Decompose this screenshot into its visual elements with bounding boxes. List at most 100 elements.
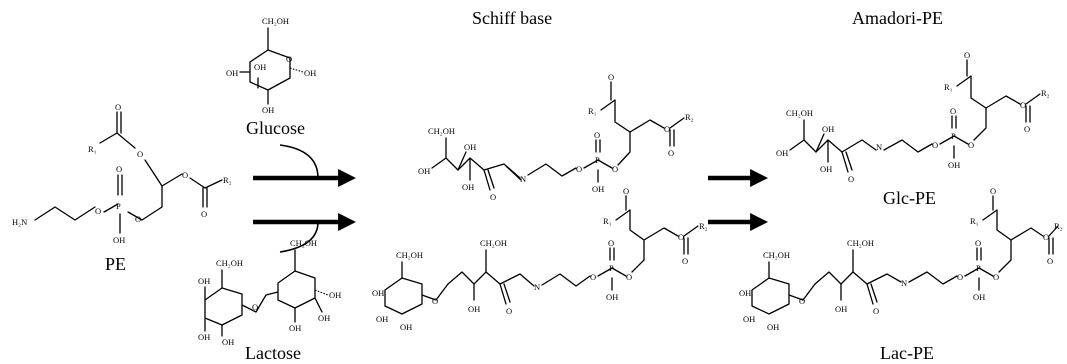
schiff-lac-o-label: O [432, 296, 438, 306]
lactose-label: Lactose [245, 343, 301, 363]
schiff-lac-ch2oh-label: CH₂OH [480, 238, 507, 248]
amadori-pe-label: Amadori-PE [852, 8, 943, 28]
pe-o-label: O [116, 164, 122, 174]
glc-pe-label: Glc-PE [883, 188, 936, 208]
schiff-glc-o-label: O [490, 192, 496, 202]
glucose-oh-label: OH [262, 105, 274, 115]
lac-pe-oh-label: OH [835, 304, 847, 314]
schiff-lac-o-label: O [506, 306, 512, 316]
schiff-glc-o-label: O [668, 148, 674, 158]
pe-o-label: O [115, 102, 121, 112]
schiff-glc-oh-label: OH [418, 166, 430, 176]
schiff-lac-n-label: N [534, 282, 540, 292]
schiff-base-lac-structure: CH₂OH CH₂OH OH OH OH OH O O N O P O OH O… [372, 186, 708, 332]
lactose-oh-label: OH [222, 337, 234, 347]
glc-pe-o-label: O [1020, 100, 1026, 110]
schiff-lac-o-label: O [590, 272, 596, 282]
glc-pe-nh-label: N [876, 142, 882, 152]
lactose-oh-label: OH [289, 323, 301, 333]
glucose-structure: CH₂OH O OH OH OH OH [226, 16, 316, 115]
schiff-lac-o-label: O [626, 272, 632, 282]
pe-p-label: P [116, 201, 121, 211]
lac-pe-ch2oh-label: CH₂OH [763, 250, 790, 260]
lactose-oh-label: OH [198, 332, 210, 342]
pe-oh-label: OH [113, 235, 125, 245]
glucose-oh-label: OH [304, 68, 316, 78]
lactose-oh-label: OH [318, 313, 330, 323]
schiff-base-glc-structure: CH₂OH OH OH OH O N O P O OH O O R₁ O R₂ … [418, 72, 694, 202]
pe-o-label: O [135, 214, 141, 224]
schiff-lac-p-label: P [609, 263, 614, 273]
lac-pe-r1-label: R₁ [970, 216, 979, 226]
lac-pe-o-label: O [873, 306, 879, 316]
glc-pe-o-label: O [848, 174, 854, 184]
lac-pe-o-label: O [1043, 232, 1049, 242]
schiff-lac-r1-label: R₁ [603, 216, 612, 226]
glucose-oh-label: OH [254, 62, 266, 72]
lac-pe-p-label: P [976, 263, 981, 273]
lac-pe-o-label: O [990, 186, 996, 196]
schiff-lac-oh-label: OH [468, 304, 480, 314]
lac-pe-ch2oh-label: CH₂OH [847, 238, 874, 248]
schiff-glc-n-label: N [520, 174, 526, 184]
schiff-glc-p-label: P [595, 155, 600, 165]
schiff-lac-oh-label: OH [376, 314, 388, 324]
pe-o-label: O [137, 149, 143, 159]
glc-pe-o-label: O [1024, 124, 1030, 134]
lactose-oh-label: OH [329, 290, 341, 300]
pe-o-label: O [182, 170, 188, 180]
schiff-glc-r1-label: R₁ [588, 106, 597, 116]
lac-pe-o-label: O [957, 272, 963, 282]
pe-r1-label: R₁ [88, 144, 97, 154]
glc-pe-p-label: P [951, 131, 956, 141]
schiff-glc-ch2oh-label: CH₂OH [428, 126, 455, 136]
lactose-ch2oh-label: CH₂OH [290, 238, 317, 248]
schiff-base-label: Schiff base [472, 8, 553, 28]
schiff-glc-o-label: O [612, 164, 618, 174]
pe-o-label: O [201, 209, 207, 219]
lac-pe-oh-label: OH [739, 288, 751, 298]
schiff-lac-oh-label: OH [606, 292, 618, 302]
lactose-structure: CH₂OH CH₂OH OH OH OH OH OH OH O [198, 238, 341, 347]
glc-pe-ch2oh-label: CH₂OH [786, 108, 813, 118]
schiff-glc-o-label: O [594, 130, 600, 140]
schiff-glc-oh-label: OH [462, 182, 474, 192]
glucose-oh-label: OH [226, 68, 238, 78]
lac-pe-label: Lac-PE [880, 343, 934, 363]
glc-pe-oh-label: OH [776, 148, 788, 158]
glucose-ring-o-label: O [286, 54, 292, 64]
glc-pe-oh-label: OH [822, 124, 834, 134]
lactose-glycosidic-o-label: O [252, 302, 258, 312]
lac-pe-r2-label: R₂ [1054, 221, 1063, 231]
lac-pe-nh-label: N [901, 278, 907, 288]
schiff-glc-o-label: O [576, 164, 582, 174]
glc-pe-r2-label: R₂ [1041, 88, 1050, 98]
lac-pe-o-label: O [993, 272, 999, 282]
pe-structure: H₂N O P O OH O O O R₁ O R₂ O [12, 102, 232, 245]
schiff-glc-oh-label: OH [592, 184, 604, 194]
lac-pe-o-label: O [799, 296, 805, 306]
reaction-arrows [253, 144, 769, 253]
schiff-lac-o-label: O [608, 238, 614, 248]
glc-pe-oh-label: OH [820, 164, 832, 174]
glc-pe-o-label: O [950, 106, 956, 116]
pe-label: PE [105, 254, 127, 274]
schiff-lac-o-label: O [682, 256, 688, 266]
glucose-ch2oh-label: CH₂OH [262, 16, 289, 26]
schiff-lac-o-label: O [623, 186, 629, 196]
lac-pe-o-label: O [1047, 256, 1053, 266]
glc-pe-oh-label: OH [948, 160, 960, 170]
schiff-lac-oh-label: OH [400, 322, 412, 332]
glc-pe-o-label: O [932, 140, 938, 150]
lac-pe-oh-label: OH [973, 292, 985, 302]
lac-pe-structure: CH₂OH CH₂OH OH OH OH OH O O N O P O OH O… [739, 186, 1063, 332]
schiff-lac-ch2oh-label: CH₂OH [396, 250, 423, 260]
schiff-lac-r2-label: R₂ [699, 221, 708, 231]
lac-pe-oh-label: OH [767, 322, 779, 332]
lactose-oh-label: OH [198, 276, 210, 286]
schiff-glc-o-label: O [664, 124, 670, 134]
pe-r2-label: R₂ [223, 175, 232, 185]
pe-o-label: O [95, 206, 101, 216]
